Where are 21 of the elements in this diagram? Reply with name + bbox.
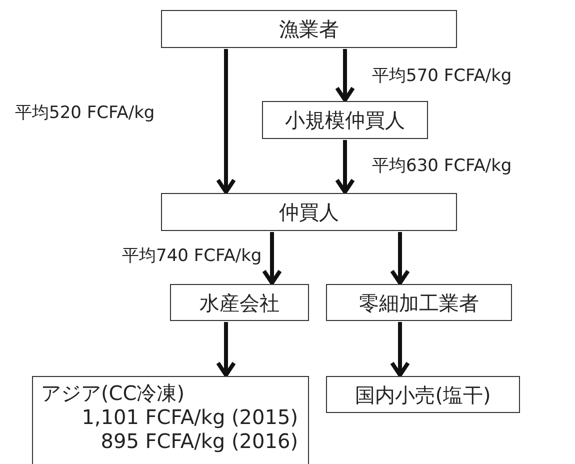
process-box: 漁業者 [161,10,457,48]
arrow [335,140,355,194]
price-text: 1,101 FCFA/kg (2015) [82,405,299,429]
arrow [216,49,236,194]
box-heading: アジア(CC冷凍) [41,381,185,405]
process-box: 零細加工業者 [326,284,512,321]
edge-label: 平均740 FCFA/kg [122,246,262,266]
process-box: 国内小売(塩干) [326,376,520,413]
arrow [216,322,236,377]
process-box: 水産会社 [170,284,309,321]
process-box: 小規模仲買人 [262,101,428,139]
edge-label: 平均570 FCFA/kg [372,66,512,86]
process-box: 仲買人 [161,193,457,231]
arrow [262,232,282,285]
edge-label: 平均630 FCFA/kg [372,156,512,176]
arrow [390,232,410,285]
arrow [390,322,410,377]
process-box [32,376,309,464]
arrow [335,49,355,102]
price-text: 895 FCFA/kg (2016) [100,429,299,453]
edge-label: 平均520 FCFA/kg [15,103,155,124]
